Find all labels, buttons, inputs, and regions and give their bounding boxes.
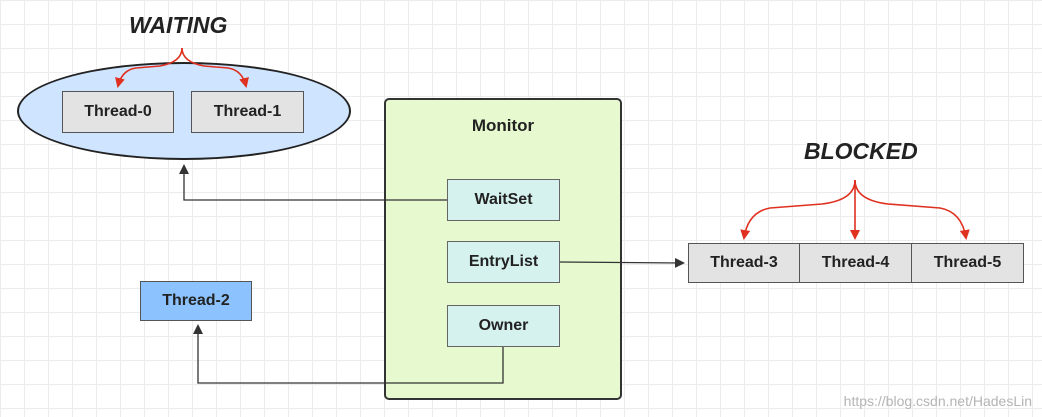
waitset-box: WaitSet	[447, 179, 560, 221]
watermark-text: https://blog.csdn.net/HadesLin	[844, 393, 1032, 409]
waitset-to-waiting-connector	[179, 164, 447, 201]
thread-3-box: Thread-3	[688, 243, 800, 283]
owner-box: Owner	[447, 305, 560, 347]
thread-1-box: Thread-1	[191, 91, 304, 133]
monitor-title: Monitor	[471, 116, 535, 135]
thread-4-box: Thread-4	[799, 243, 912, 283]
waiting-to-thread-1-arrow	[181, 47, 249, 88]
owner-to-thread-2-connector	[193, 324, 504, 384]
thread-2-box: Thread-2	[140, 281, 252, 321]
waiting-to-thread-0-arrow	[115, 47, 183, 88]
entrylist-box: EntryList	[447, 241, 560, 283]
blocked-to-thread-5-arrow	[854, 179, 970, 240]
blocked-to-thread-3-arrow	[740, 179, 856, 240]
entrylist-to-blocked-connector	[559, 257, 685, 268]
blocked-state-label: BLOCKED	[804, 138, 918, 164]
thread-5-box: Thread-5	[911, 243, 1024, 283]
thread-0-box: Thread-0	[62, 91, 174, 133]
waiting-state-label: WAITING	[129, 12, 228, 38]
